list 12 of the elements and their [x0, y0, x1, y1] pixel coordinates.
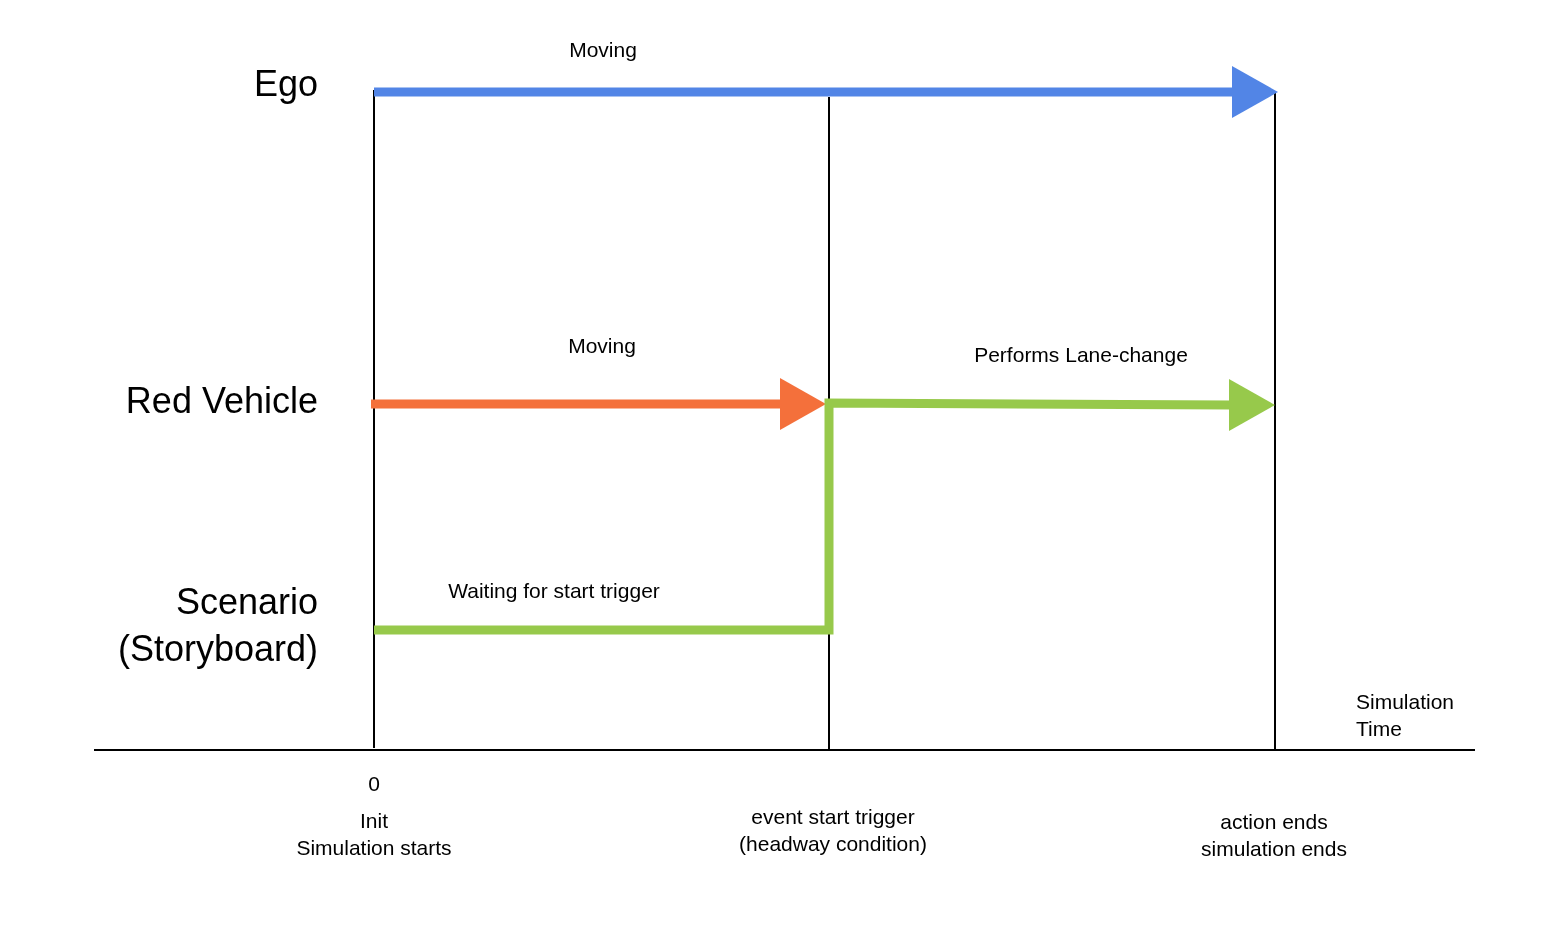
bar-label: Waiting for start trigger — [448, 578, 660, 605]
bar-label: Performs Lane-change — [974, 342, 1188, 369]
tick-label: 0 — [368, 771, 380, 798]
row-label: Red Vehicle — [125, 378, 318, 423]
row-label: Ego — [253, 61, 318, 106]
axis-title: Simulation Time — [1356, 688, 1455, 742]
milestone-label: action ends simulation ends — [1201, 808, 1347, 862]
row-label: Scenario (Storyboard) — [117, 580, 318, 671]
bar-label: Moving — [568, 333, 636, 360]
bar-label: Moving — [569, 37, 637, 64]
milestone-label: event start trigger (headway condition) — [739, 803, 927, 857]
milestone-label: Init Simulation starts — [296, 807, 452, 861]
